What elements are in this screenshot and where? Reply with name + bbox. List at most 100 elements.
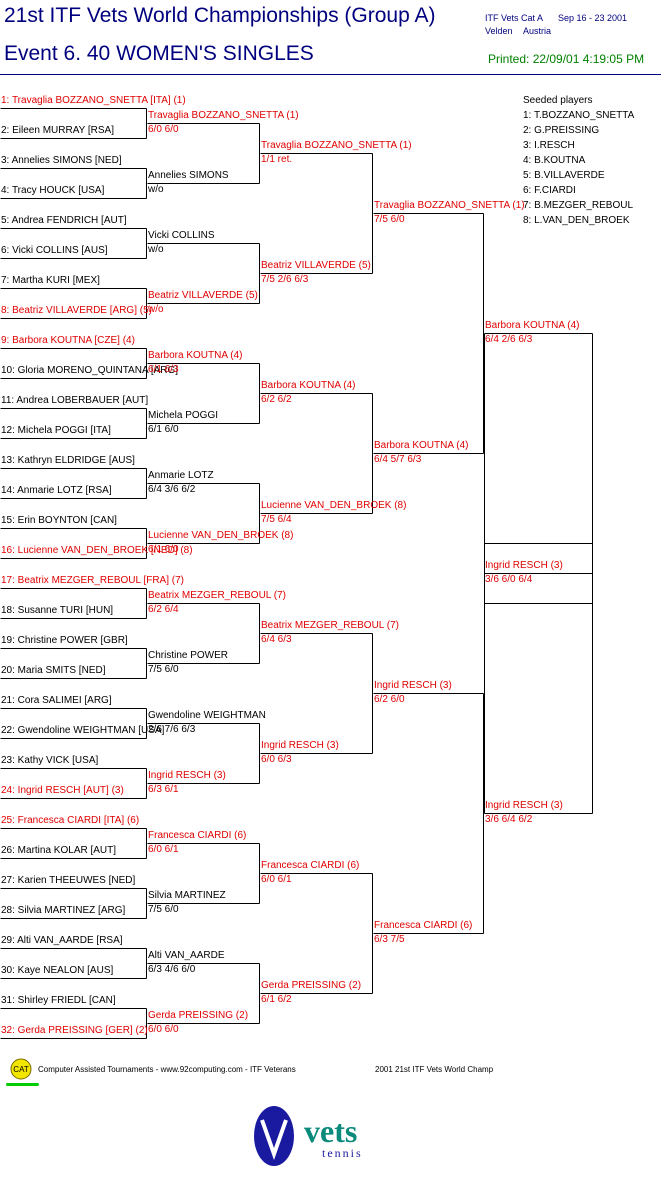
player-name: 23: Kathy VICK [USA] bbox=[1, 755, 99, 766]
player-name: 13: Kathryn ELDRIDGE [AUS] bbox=[1, 455, 135, 466]
seeded-item: 6: F.CIARDI bbox=[523, 185, 576, 196]
category-label: ITF Vets Cat A bbox=[485, 13, 544, 23]
match-score: 3/6 6/0 6/4 bbox=[485, 574, 533, 585]
player-name: Travaglia BOZZANO_SNETTA (1) bbox=[374, 200, 525, 211]
player-name: 7: Martha KURI [MEX] bbox=[1, 275, 100, 286]
event-title: Event 6. 40 WOMEN'S SINGLES bbox=[4, 42, 314, 65]
seeded-item: 3: I.RESCH bbox=[523, 140, 575, 151]
player-name: Barbora KOUTNA (4) bbox=[148, 350, 243, 361]
seeded-item: 8: L.VAN_DEN_BROEK bbox=[523, 215, 630, 226]
player-name: 1: Travaglia BOZZANO_SNETTA [ITA] (1) bbox=[1, 95, 186, 106]
match-score: 7/5 6/0 bbox=[374, 214, 405, 225]
seeded-item: 7: B.MEZGER_REBOUL bbox=[523, 200, 634, 211]
player-name: Francesca CIARDI (6) bbox=[148, 830, 247, 841]
player-name: Francesca CIARDI (6) bbox=[374, 920, 473, 931]
player-name: Silvia MARTINEZ bbox=[148, 890, 226, 901]
player-name: 11: Andrea LOBERBAUER [AUT] bbox=[1, 395, 149, 406]
match-score: 2/6 7/6 6/3 bbox=[148, 724, 196, 735]
player-name: 12: Michela POGGI [ITA] bbox=[1, 425, 111, 436]
seeded-item: 2: G.PREISSING bbox=[523, 125, 600, 136]
match-score: 6/3 7/5 bbox=[374, 934, 405, 945]
match-score: w/o bbox=[148, 304, 164, 315]
player-name: Ingrid RESCH (3) bbox=[485, 560, 563, 571]
player-name: Beatrix MEZGER_REBOUL (7) bbox=[261, 620, 399, 631]
vets-tennis-logo-icon: vets tennis bbox=[254, 1106, 363, 1166]
footer-event-name: 2001 21st ITF Vets World Champ bbox=[375, 1065, 494, 1074]
player-name: 3: Annelies SIMONS [NED] bbox=[1, 155, 122, 166]
player-name: Annelies SIMONS bbox=[148, 170, 229, 181]
player-name: 14: Anmarie LOTZ [RSA] bbox=[1, 485, 112, 496]
player-name: 17: Beatrix MEZGER_REBOUL [FRA] (7) bbox=[1, 575, 185, 586]
header-divider bbox=[0, 74, 661, 75]
match-score: 6/1 6/3 bbox=[148, 364, 179, 375]
player-name: 5: Andrea FENDRICH [AUT] bbox=[1, 215, 127, 226]
logo-sub: tennis bbox=[322, 1146, 363, 1160]
player-name: 32: Gerda PREISSING [GER] (2) bbox=[1, 1025, 148, 1036]
player-name: Beatriz VILLAVERDE (5) bbox=[148, 290, 258, 301]
player-name: 26: Martina KOLAR [AUT] bbox=[1, 845, 117, 856]
match-score: 7/5 2/6 6/3 bbox=[261, 274, 309, 285]
player-name: 19: Christine POWER [GBR] bbox=[1, 635, 128, 646]
player-name: 9: Barbora KOUTNA [CZE] (4) bbox=[1, 335, 135, 346]
match-score: 1/1 ret. bbox=[261, 154, 293, 165]
player-name: Gerda PREISSING (2) bbox=[261, 980, 362, 991]
match-score: 6/1 6/0 bbox=[148, 424, 179, 435]
player-name: Vicki COLLINS bbox=[148, 230, 215, 241]
match-score: 7/5 6/0 bbox=[148, 664, 179, 675]
player-name: Travaglia BOZZANO_SNETTA (1) bbox=[261, 140, 412, 151]
player-name: Gwendoline WEIGHTMAN bbox=[148, 710, 266, 721]
player-name: 10: Gloria MORENO_QUINTANA [ARG] bbox=[1, 365, 179, 376]
player-name: 29: Alti VAN_AARDE [RSA] bbox=[1, 935, 123, 946]
player-name: 28: Silvia MARTINEZ [ARG] bbox=[1, 905, 126, 916]
match-score: 6/2 6/0 bbox=[374, 694, 405, 705]
player-name: Francesca CIARDI (6) bbox=[261, 860, 360, 871]
seeded-title: Seeded players bbox=[523, 95, 593, 106]
player-name: Christine POWER bbox=[148, 650, 229, 661]
match-score: 6/1 6/0 bbox=[148, 544, 179, 555]
match-score: 6/0 6/1 bbox=[261, 874, 292, 885]
country-label: Austria bbox=[523, 26, 552, 36]
match-score: w/o bbox=[148, 184, 164, 195]
cat-logo-icon: CAT bbox=[6, 1058, 39, 1086]
logo-word: vets bbox=[304, 1113, 357, 1149]
match-score: 6/1 6/2 bbox=[261, 994, 292, 1005]
match-score: 3/6 6/4 6/2 bbox=[485, 814, 533, 825]
player-name: 15: Erin BOYNTON [CAN] bbox=[1, 515, 117, 526]
player-name: Lucienne VAN_DEN_BROEK (8) bbox=[261, 500, 407, 511]
player-name: Beatriz VILLAVERDE (5) bbox=[261, 260, 371, 271]
match-score: 6/0 6/1 bbox=[148, 844, 179, 855]
footer-credit: Computer Assisted Tournaments - www.92co… bbox=[38, 1065, 296, 1074]
player-name: Barbora KOUTNA (4) bbox=[261, 380, 356, 391]
seeded-item: 5: B.VILLAVERDE bbox=[523, 170, 605, 181]
player-name: Ingrid RESCH (3) bbox=[374, 680, 452, 691]
page-title: 21st ITF Vets World Championships (Group… bbox=[4, 4, 436, 27]
match-score: 6/0 6/0 bbox=[148, 1024, 179, 1035]
player-name: Barbora KOUTNA (4) bbox=[374, 440, 469, 451]
match-score: 6/4 6/3 bbox=[261, 634, 292, 645]
cat-badge-label: CAT bbox=[13, 1065, 29, 1074]
player-name: Lucienne VAN_DEN_BROEK (8) bbox=[148, 530, 294, 541]
player-name: Ingrid RESCH (3) bbox=[261, 740, 339, 751]
printed-timestamp: Printed: 22/09/01 4:19:05 PM bbox=[488, 52, 645, 66]
date-range: Sep 16 - 23 2001 bbox=[558, 13, 628, 23]
player-name: 20: Maria SMITS [NED] bbox=[1, 665, 106, 676]
match-score: 6/0 6/0 bbox=[148, 124, 179, 135]
player-name: Ingrid RESCH (3) bbox=[485, 800, 563, 811]
match-score: 6/4 5/7 6/3 bbox=[374, 454, 422, 465]
seeded-item: 1: T.BOZZANO_SNETTA bbox=[523, 110, 635, 121]
match-score: w/o bbox=[148, 244, 164, 255]
match-score: 6/0 6/3 bbox=[261, 754, 292, 765]
player-name: Alti VAN_AARDE bbox=[148, 950, 225, 961]
player-name: Beatrix MEZGER_REBOUL (7) bbox=[148, 590, 286, 601]
player-name: 31: Shirley FRIEDL [CAN] bbox=[1, 995, 116, 1006]
player-name: 27: Karien THEEUWES [NED] bbox=[1, 875, 136, 886]
player-name: 30: Kaye NEALON [AUS] bbox=[1, 965, 114, 976]
seeded-item: 4: B.KOUTNA bbox=[523, 155, 586, 166]
match-score: 6/2 6/2 bbox=[261, 394, 292, 405]
match-score: 6/4 3/6 6/2 bbox=[148, 484, 196, 495]
player-name: 22: Gwendoline WEIGHTMAN [USA] bbox=[1, 725, 165, 736]
city-label: Velden bbox=[485, 26, 513, 36]
player-name: 24: Ingrid RESCH [AUT] (3) bbox=[1, 785, 124, 796]
